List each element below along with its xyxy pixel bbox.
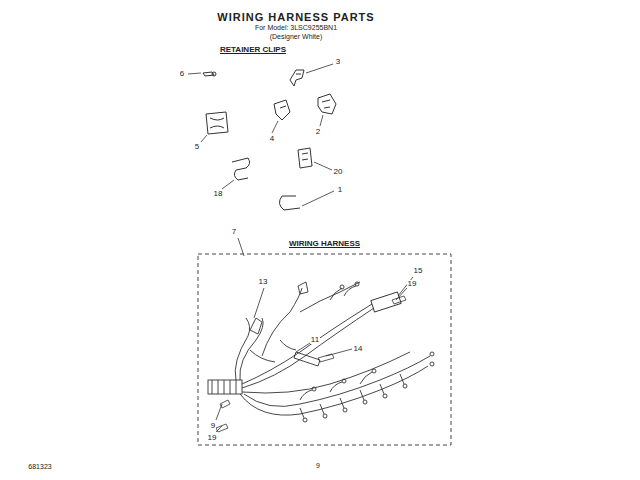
- callout-number: 14: [353, 345, 364, 354]
- clip-20: [298, 148, 312, 168]
- callout-number: 13: [258, 278, 269, 287]
- section-heading: RETAINER CLIPS: [219, 46, 287, 55]
- small-clips: [216, 296, 406, 432]
- dashed-border: [197, 232, 452, 446]
- callout-number: 9: [210, 422, 216, 431]
- callout-number: 5: [194, 143, 200, 152]
- clip-2: [318, 94, 336, 114]
- callout-number: 6: [179, 70, 185, 79]
- section-heading: WIRING HARNESS: [288, 240, 361, 249]
- harness-region: WIRING HARNESS: [197, 232, 452, 446]
- document-number: 681323: [27, 463, 52, 471]
- clip-18: [232, 158, 250, 180]
- model-color: (Designer White): [269, 33, 324, 41]
- page-number: 9: [315, 462, 321, 470]
- callout-number: 20: [333, 168, 344, 177]
- callout-number: 19: [407, 280, 418, 289]
- callout-number: 4: [269, 135, 275, 144]
- callout-number: 7: [231, 228, 237, 237]
- callout-number: 2: [315, 128, 321, 137]
- wiring-harness: [208, 282, 434, 422]
- clip-3: [290, 70, 304, 86]
- clip-4: [274, 100, 290, 120]
- callout-number: 19: [207, 434, 218, 443]
- page-title: WIRING HARNESS PARTS: [216, 11, 375, 23]
- callout-number: 1: [337, 186, 343, 195]
- callout-number: 11: [310, 336, 320, 345]
- callout-number: 3: [335, 58, 341, 67]
- clip-1: [279, 196, 300, 210]
- dashed-border: [198, 254, 451, 445]
- leader-lines: [188, 64, 413, 432]
- clip-5: [206, 112, 228, 134]
- callout-number: 18: [213, 190, 224, 199]
- callout-number: 15: [413, 267, 424, 276]
- model-number: For Model: 3LSC9255BN1: [254, 24, 338, 32]
- clip-6: [203, 72, 216, 76]
